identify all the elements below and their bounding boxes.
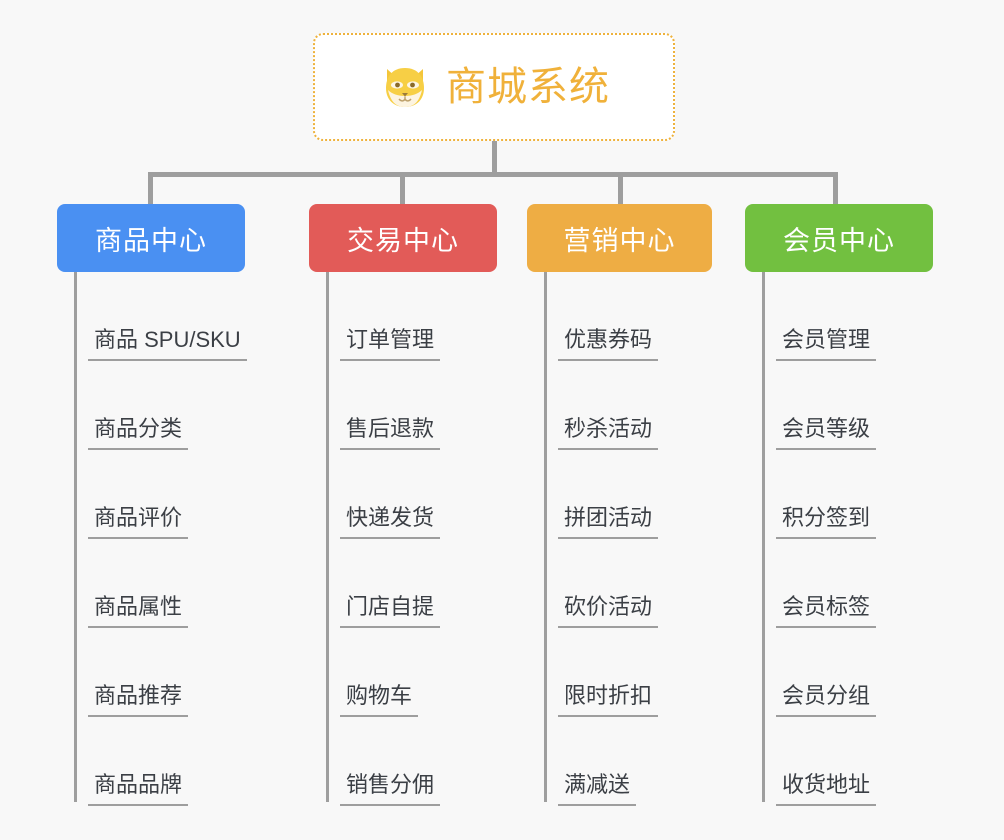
list-item[interactable]: 会员标签	[762, 539, 933, 628]
list-item[interactable]: 订单管理	[326, 272, 497, 361]
shiba-dog-face-icon	[378, 60, 432, 114]
leaf-label: 商品评价	[88, 505, 189, 539]
leaf-label: 门店自提	[340, 594, 441, 628]
leaf-label: 秒杀活动	[558, 416, 659, 450]
branch-header-2-label: 交易中心	[347, 225, 459, 256]
connector-root-stem	[492, 141, 497, 175]
connector-drop-1	[148, 172, 153, 206]
list-item[interactable]: 会员管理	[762, 272, 933, 361]
list-item[interactable]: 秒杀活动	[544, 361, 712, 450]
branch-items-3: 优惠券码 秒杀活动 拼团活动 砍价活动 限时折扣 满减送	[527, 272, 712, 806]
branch-column-1: 商品中心 商品 SPU/SKU 商品分类 商品评价 商品属性 商品推荐 商品品牌	[57, 204, 247, 806]
leaf-label: 订单管理	[340, 327, 441, 361]
list-item[interactable]: 商品 SPU/SKU	[74, 272, 247, 361]
list-item[interactable]: 商品品牌	[74, 717, 245, 806]
connector-drop-3	[618, 172, 623, 206]
connector-bus	[148, 172, 838, 177]
leaf-label: 满减送	[558, 772, 637, 806]
connector-drop-4	[833, 172, 838, 206]
branch-header-4[interactable]: 会员中心	[745, 204, 933, 272]
leaf-label: 会员管理	[776, 327, 877, 361]
leaf-label: 购物车	[340, 683, 419, 717]
leaf-label: 商品分类	[88, 416, 189, 450]
branch-items-4: 会员管理 会员等级 积分签到 会员标签 会员分组 收货地址	[745, 272, 933, 806]
branch-spine-2	[326, 272, 329, 802]
list-item[interactable]: 优惠券码	[544, 272, 712, 361]
list-item[interactable]: 门店自提	[326, 539, 497, 628]
leaf-label: 会员等级	[776, 416, 877, 450]
leaf-label: 砍价活动	[558, 594, 659, 628]
branch-header-3-label: 营销中心	[563, 225, 676, 256]
branch-header-2[interactable]: 交易中心	[309, 204, 497, 272]
list-item[interactable]: 会员等级	[762, 361, 933, 450]
leaf-label: 优惠券码	[558, 327, 659, 361]
list-item[interactable]: 收货地址	[762, 717, 933, 806]
branch-column-3: 营销中心 优惠券码 秒杀活动 拼团活动 砍价活动 限时折扣 满减送	[527, 204, 712, 806]
branch-header-1-label: 商品中心	[95, 225, 207, 256]
connector-drop-2	[400, 172, 405, 206]
branch-items-1: 商品 SPU/SKU 商品分类 商品评价 商品属性 商品推荐 商品品牌	[57, 272, 247, 806]
list-item[interactable]: 销售分佣	[326, 717, 497, 806]
leaf-label: 收货地址	[776, 772, 877, 806]
list-item[interactable]: 商品分类	[74, 361, 245, 450]
branch-spine-1	[74, 272, 77, 802]
branch-header-3[interactable]: 营销中心	[527, 204, 712, 272]
branch-items-2: 订单管理 售后退款 快递发货 门店自提 购物车 销售分佣	[309, 272, 497, 806]
list-item[interactable]: 限时折扣	[544, 628, 712, 717]
list-item[interactable]: 满减送	[544, 717, 712, 806]
list-item[interactable]: 砍价活动	[544, 539, 712, 628]
branch-spine-4	[762, 272, 765, 802]
branch-column-4: 会员中心 会员管理 会员等级 积分签到 会员标签 会员分组 收货地址	[745, 204, 933, 806]
list-item[interactable]: 商品推荐	[74, 628, 245, 717]
leaf-label: 商品 SPU/SKU	[88, 327, 247, 361]
list-item[interactable]: 快递发货	[326, 450, 497, 539]
leaf-label: 会员标签	[776, 594, 877, 628]
list-item[interactable]: 购物车	[326, 628, 497, 717]
leaf-label: 积分签到	[776, 505, 877, 539]
list-item[interactable]: 售后退款	[326, 361, 497, 450]
root-node[interactable]: 商城系统	[313, 33, 675, 141]
leaf-label: 商品品牌	[88, 772, 189, 806]
leaf-label: 商品推荐	[88, 683, 189, 717]
leaf-label: 快递发货	[340, 505, 441, 539]
leaf-label: 售后退款	[340, 416, 441, 450]
list-item[interactable]: 拼团活动	[544, 450, 712, 539]
list-item[interactable]: 会员分组	[762, 628, 933, 717]
leaf-label: 会员分组	[776, 683, 877, 717]
list-item[interactable]: 积分签到	[762, 450, 933, 539]
list-item[interactable]: 商品属性	[74, 539, 245, 628]
leaf-label: 限时折扣	[558, 683, 659, 717]
leaf-label: 拼团活动	[558, 505, 659, 539]
branch-spine-3	[544, 272, 547, 802]
branch-header-4-label: 会员中心	[783, 225, 895, 256]
leaf-label: 商品属性	[88, 594, 189, 628]
root-title: 商城系统	[446, 65, 610, 109]
branch-header-1[interactable]: 商品中心	[57, 204, 245, 272]
list-item[interactable]: 商品评价	[74, 450, 245, 539]
branch-column-2: 交易中心 订单管理 售后退款 快递发货 门店自提 购物车 销售分佣	[309, 204, 497, 806]
leaf-label: 销售分佣	[340, 772, 441, 806]
